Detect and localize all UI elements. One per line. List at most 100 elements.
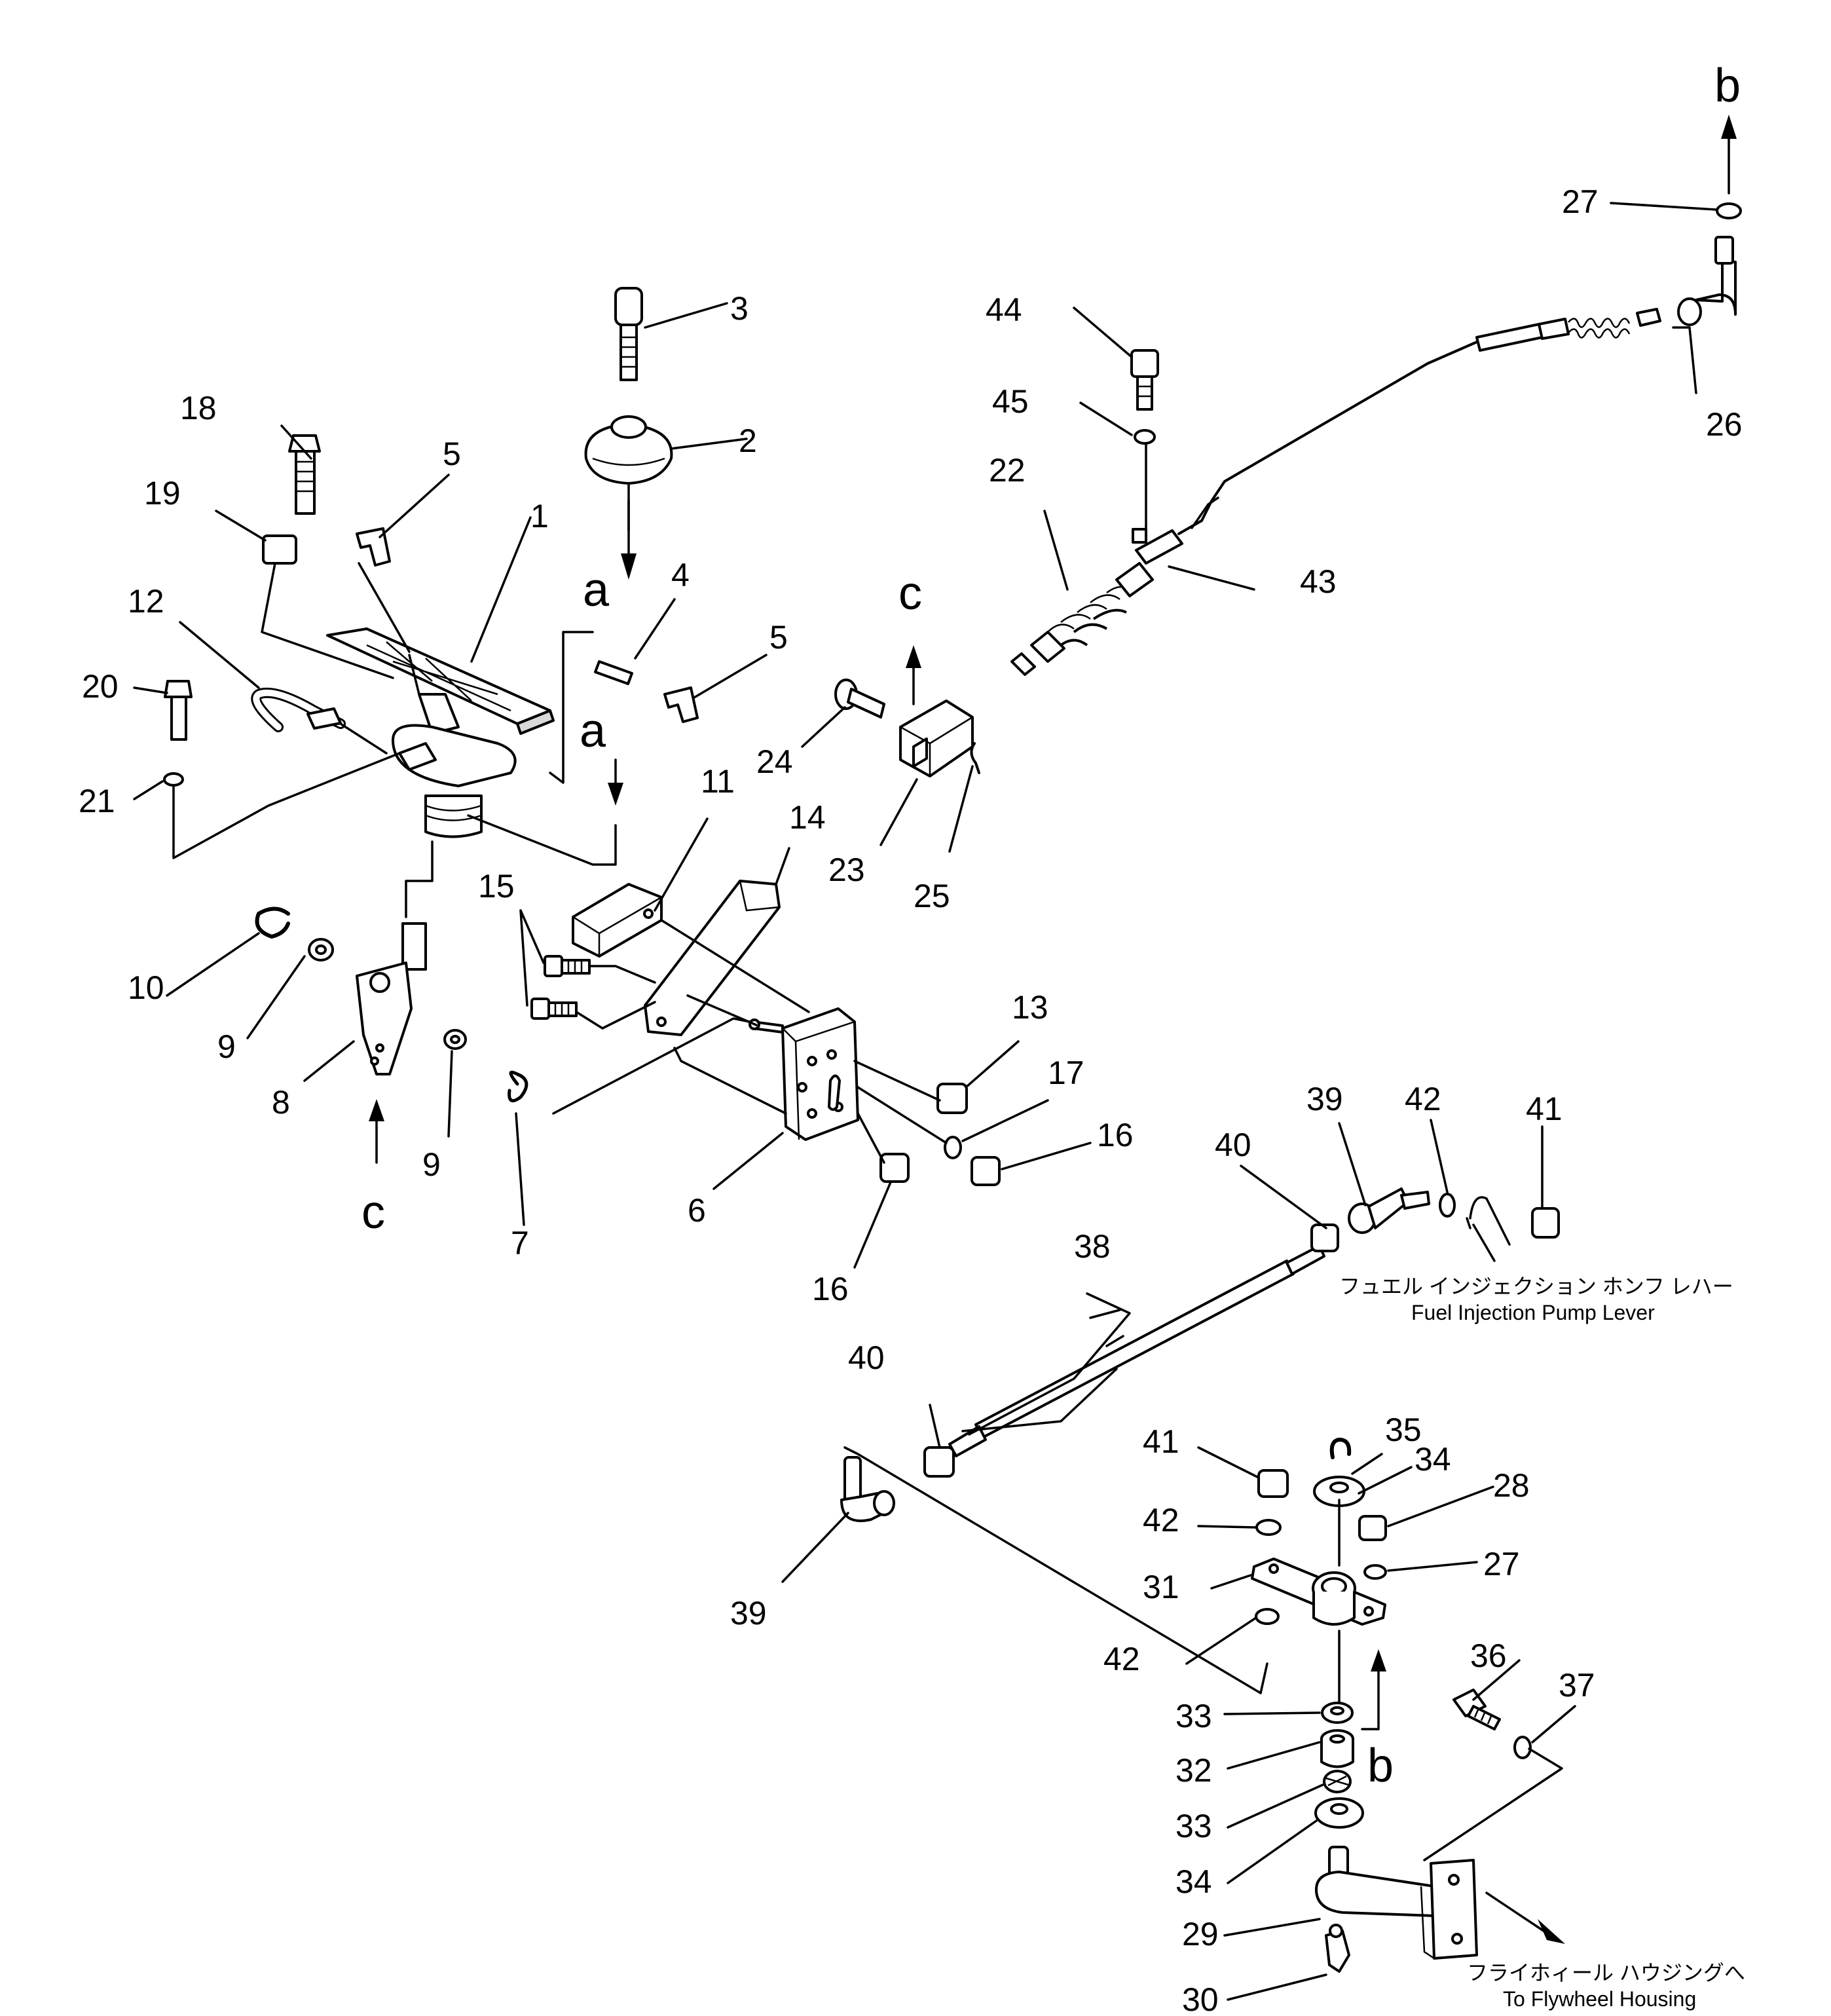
leader-lines [133,202,1717,2001]
part-7-spring [508,1070,528,1103]
part-label: 35 [1385,1411,1422,1448]
part-34-washer [1329,1482,1349,1493]
part-23-block [899,700,974,777]
part-label: 9 [217,1028,236,1065]
assembly-lines [172,442,1563,1861]
part-label: 6 [688,1192,706,1229]
part-31-lever [1251,1558,1386,1626]
part-26-elbow [1677,236,1737,326]
notes: フュエル インジェクション ホンフ レハー Fuel Injection Pum… [1339,1275,1745,2011]
part-label: 11 [701,763,735,800]
part-label: 39 [730,1595,767,1632]
ref-a-top: a [583,564,610,616]
part-41-nut [1531,1207,1560,1239]
note-fuel-en: Fuel Injection Pump Lever [1411,1301,1655,1324]
part-label: 27 [1562,183,1599,220]
part-label: 36 [1470,1637,1507,1674]
part-label: 40 [848,1339,885,1376]
part-35-snap-ring [1329,1438,1352,1459]
part-label: 40 [1215,1127,1251,1163]
part-12-ubolt [251,687,346,732]
part-label: 10 [128,969,164,1006]
part-label: 30 [1182,1981,1219,2016]
part-39-ball-joint [840,1456,895,1522]
part-13-nut [936,1083,968,1114]
part-label: 39 [1306,1081,1343,1117]
part-15-bolt [544,955,591,977]
part-label: 38 [1074,1228,1111,1265]
part-label: 37 [1559,1667,1595,1704]
part-label: 42 [1143,1502,1179,1539]
note-flywheel-jp: フライホィール ハウジングへ [1467,1961,1745,1985]
part-40-nut [1310,1223,1339,1252]
part-1-pedal [326,627,555,838]
part-labels: 1 2 3 4 5 5 6 7 8 9 9 10 11 12 13 14 15 … [79,183,1743,2016]
part-label: 2 [739,422,757,459]
part-label: 27 [1483,1546,1520,1582]
part-16-nut [879,1153,910,1183]
part-9-bushing [443,1029,467,1050]
part-17-washer [944,1136,962,1159]
part-4-pin [594,660,633,685]
part-22-cable-end [1010,562,1154,676]
part-label: 7 [511,1225,529,1261]
part-label: 16 [1097,1117,1134,1153]
part-32-collar [1320,1729,1354,1768]
reference-letters: a a c c b b [361,60,1741,1792]
part-label: 41 [1143,1423,1179,1460]
part-27-washer [1363,1564,1387,1580]
part-label: 5 [443,436,461,472]
part-19-nut [262,534,297,565]
part-label: 21 [79,783,115,819]
part-16-nut [971,1156,1001,1186]
part-5-clip [663,686,699,723]
part-27-washer [1716,202,1742,219]
part-label: 15 [478,868,515,905]
part-label: 26 [1706,406,1743,443]
part-45-washer [1134,429,1156,445]
part-18-bolt [288,434,321,515]
part-3-bolt [614,287,643,381]
part-9-bushing [308,938,334,961]
part-label: 41 [1526,1091,1563,1127]
part-label: 24 [756,743,793,780]
part-40-nut [923,1446,955,1478]
part-label: 34 [1415,1441,1451,1478]
part-label: 4 [671,557,690,593]
part-label: 23 [828,851,865,888]
part-34-washer [1330,1803,1348,1815]
ref-c-bottom: c [361,1186,385,1239]
part-43-cable-clamp [1132,528,1183,565]
part-30-grease-nipple [1325,1924,1350,1973]
part-label: 44 [986,291,1022,328]
part-label: 28 [1493,1467,1530,1504]
part-label: 25 [914,878,950,914]
part-label: 8 [272,1084,290,1121]
cable [1177,339,1481,535]
fuel-pump-lever-stub [1469,1196,1511,1262]
ref-b-bottom: b [1367,1740,1394,1792]
part-label: 31 [1143,1569,1179,1605]
part-label: 12 [128,583,164,620]
part-44-bolt [1130,349,1159,411]
part-label: 20 [82,668,119,705]
part-label: 9 [422,1146,441,1183]
ref-b-top: b [1714,60,1741,112]
part-42-washer [1439,1193,1456,1218]
part-2-boot [584,415,673,485]
part-37-washer [1513,1736,1532,1759]
part-25-cotter-pin [970,742,980,774]
part-29-arm [1315,1846,1478,1960]
ref-c-top: c [898,567,922,620]
part-38-rod [948,1244,1325,1457]
note-flywheel-en: To Flywheel Housing [1503,1987,1696,2011]
cable-bellows [1538,308,1661,340]
part-21-washer [163,772,184,787]
part-label: 5 [769,619,788,656]
part-39-ball-joint [1348,1187,1430,1234]
part-42-washer [1255,1608,1280,1625]
part-24-pin [834,679,885,719]
part-33-bushing [1330,1706,1344,1715]
part-14-plate [644,880,781,1036]
